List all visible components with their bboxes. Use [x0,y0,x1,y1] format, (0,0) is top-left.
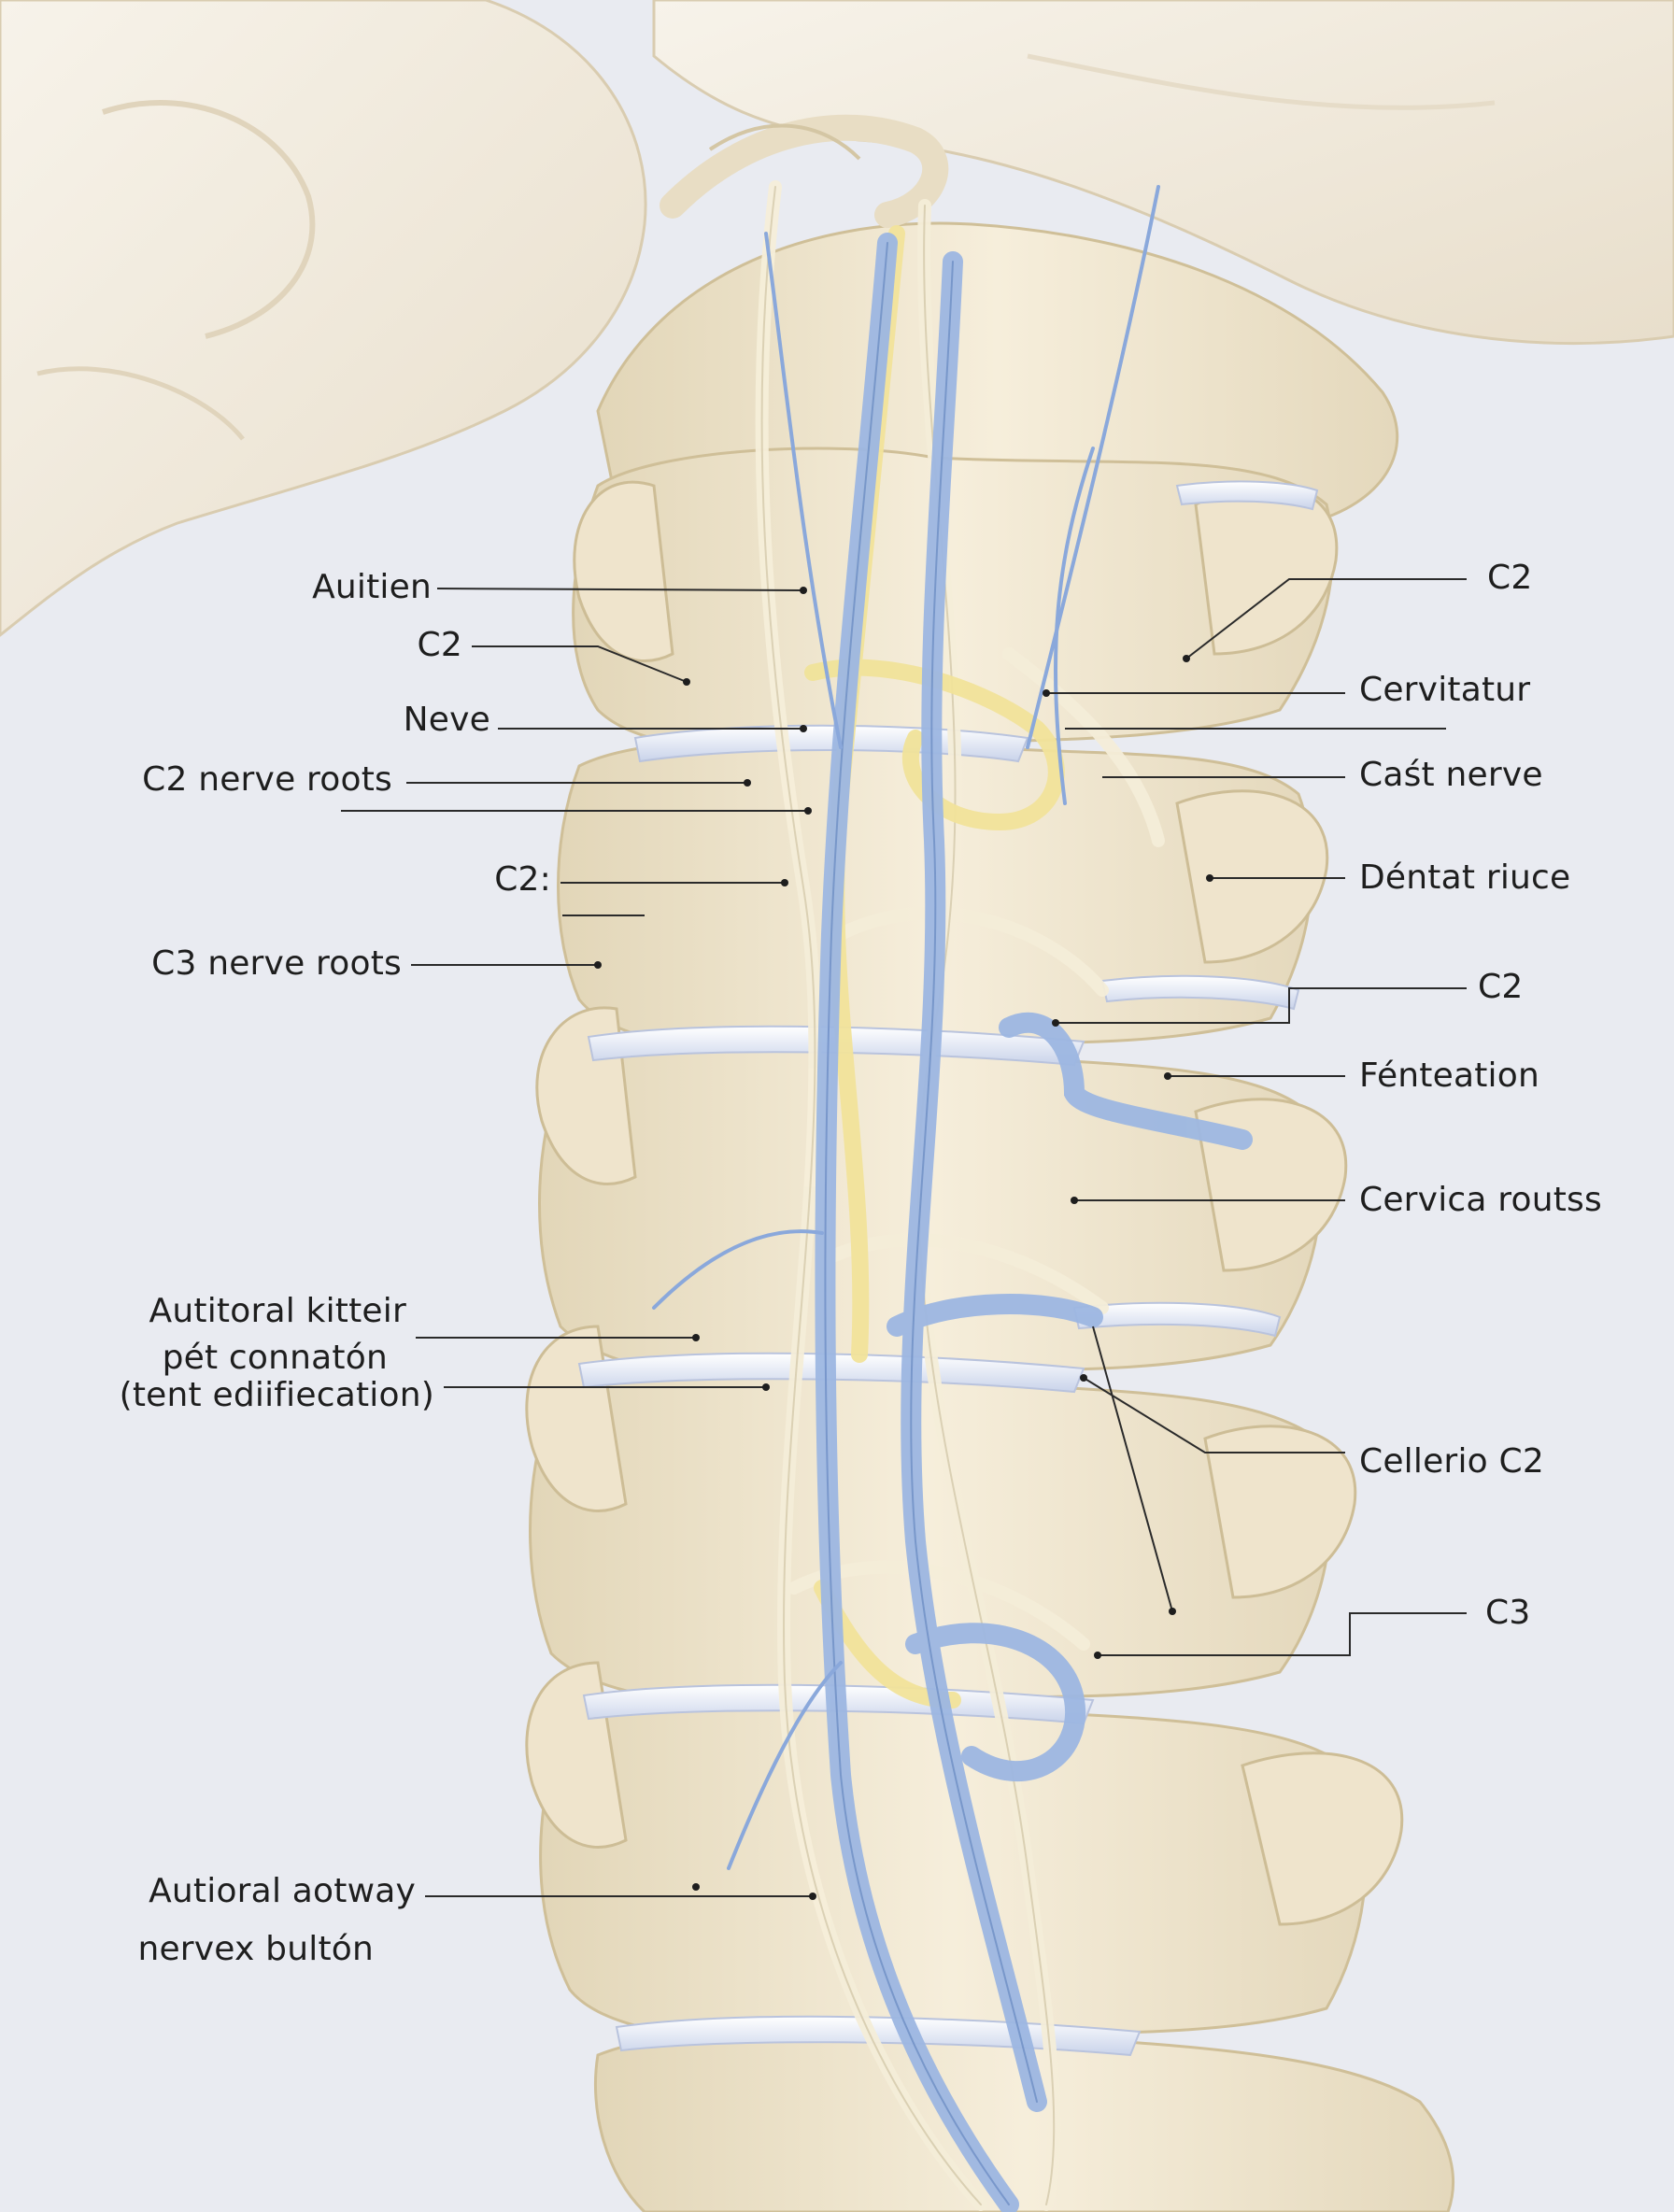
label-c2-right-1: C2 [1487,559,1533,597]
label-dentat-riuce: Déntat riuce [1359,858,1571,897]
label-auitien: Auitien [312,568,432,606]
label-nervex-bulton: nervex bultón [137,1930,374,1968]
transverse-processes [1175,484,1404,1926]
skull [0,0,647,637]
label-c3-nerve-roots: C3 nerve roots [151,944,402,983]
label-tent-ediifiecation: (tent ediifiecation) [119,1376,434,1414]
leader-dots [594,587,1213,1900]
label-c2-right-2: C2 [1478,968,1524,1006]
label-cervitatur: Cervitatur [1359,671,1531,709]
label-c2-left: C2 [417,626,462,664]
label-c2-nerve-roots: C2 nerve roots [142,760,392,799]
label-cervica-routss: Cervica routss [1359,1181,1602,1219]
label-c3-right: C3 [1485,1594,1531,1632]
leader-lines [341,578,1467,1897]
label-fenteation: Fénteation [1359,1056,1539,1095]
label-autitoral-kitteir: Autitoral kitteir [149,1292,406,1330]
label-autioral-aotway: Autioral aotway [149,1872,416,1910]
label-pet-connaton: pét connatón [162,1339,388,1377]
nerve-bundle [652,180,1253,2212]
label-cast-nerve: Caśt nerve [1359,756,1543,794]
occipital-bone [652,0,1674,345]
label-neve: Neve [403,701,490,739]
label-cellerio-c2: Cellerio C2 [1359,1442,1544,1481]
label-c2-colon: C2: [494,860,551,899]
